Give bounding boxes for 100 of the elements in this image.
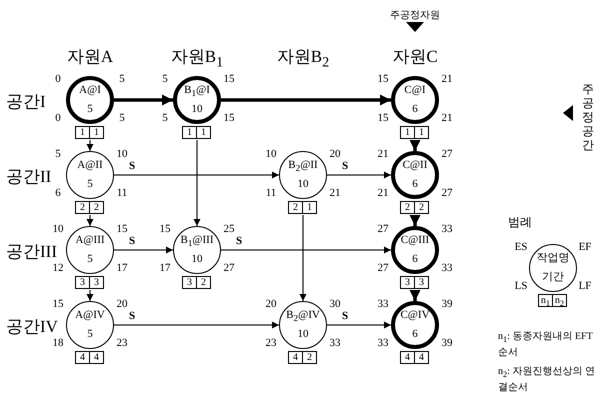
finish-time: 20 [116, 298, 128, 310]
finish-time: 15 [222, 73, 236, 85]
sequence-number-cell: 3 [75, 276, 90, 289]
arrow [326, 172, 392, 178]
row-heading: 공간III [6, 241, 57, 263]
duration-value: 5 [86, 328, 94, 340]
duration-value: 5 [86, 103, 94, 115]
sequence-number-cell: 4 [75, 351, 90, 364]
start-time: 33 [376, 337, 390, 349]
start-time: ES [514, 241, 528, 253]
finish-time: 39 [440, 298, 454, 310]
arrow [300, 214, 306, 302]
arrow [86, 140, 94, 152]
start-time: 23 [264, 337, 278, 349]
finish-time: 27 [440, 187, 454, 199]
finish-time: 30 [328, 298, 342, 310]
finish-time: 11 [116, 187, 128, 199]
start-time: 5 [161, 112, 169, 124]
activity-name: C@I [403, 84, 427, 96]
sequence-number-cell: 1 [302, 201, 317, 214]
sequence-number-cell: 1 [414, 126, 429, 139]
sequence-number-cell: 2 [302, 351, 317, 364]
arrow [86, 214, 94, 226]
sequence-number-cell: 1 [196, 126, 211, 139]
edge-label: S [235, 236, 244, 247]
activity-name: A@III [74, 234, 106, 246]
start-time: 0 [54, 73, 62, 85]
finish-time: LF [578, 280, 592, 292]
finish-time: 17 [116, 262, 128, 274]
sequence-number-cell: 2 [288, 201, 303, 214]
arrow [114, 246, 174, 254]
finish-time: 39 [440, 337, 454, 349]
arrow [220, 246, 392, 254]
finish-time: 5 [118, 73, 126, 85]
sequence-number-cell: 3 [414, 276, 429, 289]
start-time: 5 [54, 148, 62, 160]
edge-label: S [128, 311, 136, 322]
finish-time: 23 [116, 337, 128, 349]
start-time: 15 [158, 223, 172, 235]
sequence-number-cell: 4 [414, 351, 429, 364]
start-time: 21 [376, 148, 390, 160]
start-time: 18 [52, 337, 64, 349]
arrow [326, 322, 392, 328]
duration-value: 6 [411, 328, 419, 340]
start-time: 17 [158, 262, 172, 274]
finish-time: 21 [328, 187, 342, 199]
activity-name: A@II [76, 159, 104, 171]
row-heading: 공간IV [6, 316, 58, 338]
edge-label: S [341, 311, 350, 322]
sequence-number-cell: 4 [89, 351, 104, 364]
duration-value: 6 [411, 253, 419, 265]
start-time: 10 [264, 148, 278, 160]
task-name: 작업명 [536, 252, 570, 264]
start-time: 6 [54, 187, 62, 199]
finish-time: 33 [440, 262, 454, 274]
start-time: 0 [54, 112, 62, 124]
finish-time: 27 [222, 262, 236, 274]
sequence-number-cell: 2 [400, 201, 415, 214]
duration-value: 10 [296, 328, 310, 340]
activity-name: A@IV [74, 309, 106, 321]
edge-label: S [128, 236, 136, 247]
start-time: 20 [264, 298, 278, 310]
sequence-number-cell: 2 [196, 276, 211, 289]
finish-time: 15 [222, 112, 236, 124]
column-heading: 자원A [66, 46, 114, 68]
duration-value: 10 [190, 103, 204, 115]
activity-name: B$_{2}$@IV [285, 309, 321, 324]
sequence-number-cell: 3 [182, 276, 197, 289]
finish-time: EF [578, 241, 592, 253]
column-heading: 자원B$_{2}$ [276, 46, 330, 72]
legend-title: 범례 [508, 214, 532, 231]
arrow [410, 215, 420, 226]
sequence-number-cell: 2 [414, 201, 429, 214]
arrow [86, 290, 94, 302]
activity-name: C@III [400, 234, 430, 246]
activity-name: B$_{2}$@II [287, 159, 319, 174]
start-time: 12 [52, 262, 64, 274]
sequence-number-cell: 1 [89, 126, 104, 139]
activity-name: B$_{1}$@III [179, 234, 215, 250]
arrow [410, 290, 420, 301]
finish-time: 20 [328, 148, 342, 160]
arrow [194, 140, 200, 226]
arrow [410, 140, 420, 151]
sequence-number-cell: n$_{2}$ [552, 294, 567, 307]
finish-time: 25 [222, 223, 236, 235]
start-time: 15 [376, 73, 390, 85]
sequence-number-cell: 4 [288, 351, 303, 364]
column-heading: 주공정자원 [389, 9, 441, 22]
duration-value: 6 [411, 103, 419, 115]
arrow [114, 94, 173, 106]
activity-name: B$_{1}$@I [183, 84, 211, 100]
sequence-number-cell: 4 [400, 351, 415, 364]
start-time: 15 [52, 298, 64, 310]
duration-value: 6 [411, 178, 419, 190]
sequence-number-cell: 3 [400, 276, 415, 289]
duration-value: 10 [296, 178, 310, 190]
duration-value: 기간 [541, 271, 565, 283]
finish-time: 21 [440, 112, 454, 124]
legend-note: n$_{2}$: 자원진행선상의 연결순서 [498, 365, 596, 394]
duration-value: 5 [86, 178, 94, 190]
